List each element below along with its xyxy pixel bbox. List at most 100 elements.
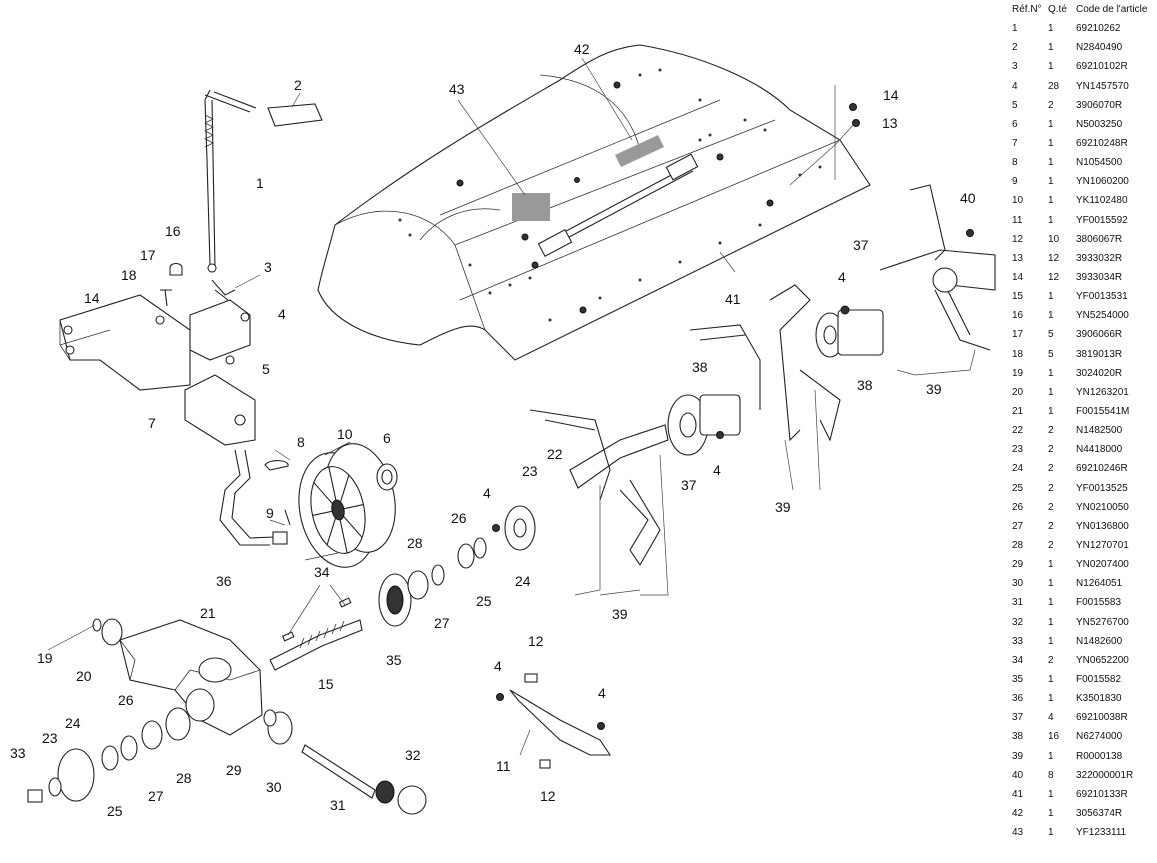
row-code: 69210248R	[1076, 138, 1128, 150]
row-code: YN1060200	[1076, 176, 1129, 188]
row-code: N1482500	[1076, 425, 1123, 437]
callout-5: 5	[262, 361, 270, 377]
row-qty: 1	[1048, 214, 1054, 226]
callout-4e: 4	[494, 658, 502, 674]
callout-3: 3	[264, 259, 272, 275]
callout-29: 29	[226, 762, 242, 778]
lever-assembly	[204, 89, 323, 301]
callout-26a: 26	[451, 510, 467, 526]
callout-24a: 24	[515, 573, 531, 589]
row-qty: 2	[1048, 654, 1054, 666]
row-qty: 10	[1048, 233, 1060, 245]
row-qty: 2	[1048, 99, 1054, 111]
col-header-qty: Q.té	[1048, 4, 1067, 16]
callout-2: 2	[294, 77, 302, 93]
callout-40: 40	[960, 190, 976, 206]
row-qty: 1	[1048, 807, 1054, 819]
col-header-ref: Réf.N°	[1012, 4, 1042, 16]
row-code: YN0136800	[1076, 520, 1129, 532]
row-ref: 24	[1012, 463, 1024, 475]
row-ref: 5	[1012, 99, 1018, 111]
callout-30: 30	[266, 779, 282, 795]
row-ref: 4	[1012, 80, 1018, 92]
row-qty: 1	[1048, 788, 1054, 800]
callout-6: 6	[383, 430, 391, 446]
callout-10: 10	[337, 426, 353, 442]
row-code: YN5276700	[1076, 616, 1129, 628]
row-code: 69210038R	[1076, 712, 1128, 724]
row-qty: 5	[1048, 348, 1054, 360]
row-code: 3024020R	[1076, 367, 1123, 379]
row-qty: 12	[1048, 272, 1060, 284]
row-ref: 22	[1012, 425, 1024, 437]
row-ref: 23	[1012, 444, 1024, 456]
row-ref: 30	[1012, 578, 1024, 590]
row-code: YN0207400	[1076, 559, 1129, 571]
row-qty: 16	[1048, 731, 1060, 743]
row-qty: 1	[1048, 176, 1054, 188]
callout-4a: 4	[278, 306, 286, 322]
row-code: 69210262	[1076, 23, 1121, 35]
row-code: YN5254000	[1076, 310, 1129, 322]
callout-42: 42	[574, 41, 590, 57]
row-qty: 1	[1048, 578, 1054, 590]
row-code: N1264051	[1076, 578, 1123, 590]
row-qty: 2	[1048, 520, 1054, 532]
row-code: YN0652200	[1076, 654, 1129, 666]
callout-41: 41	[725, 291, 741, 307]
callout-14b: 14	[84, 290, 100, 306]
callout-39c: 39	[775, 499, 791, 515]
row-code: K3501830	[1076, 693, 1122, 705]
row-qty: 2	[1048, 482, 1054, 494]
row-ref: 6	[1012, 118, 1018, 130]
table-row: 37 4 69210038R	[1012, 708, 1157, 727]
row-code: F0015583	[1076, 597, 1122, 609]
callout-labels: 1 2 3 4 5 6 7 8 9 10 11 12 13 14 15 16 1…	[10, 41, 976, 819]
clip-assembly	[496, 673, 612, 769]
callout-12a: 12	[528, 633, 544, 649]
callout-34: 34	[314, 564, 330, 580]
callout-37b: 37	[681, 477, 697, 493]
row-qty: 1	[1048, 386, 1054, 398]
callout-19: 19	[37, 650, 53, 666]
row-ref: 37	[1012, 712, 1024, 724]
callout-20: 20	[76, 668, 92, 684]
row-qty: 8	[1048, 769, 1054, 781]
callout-21: 21	[200, 605, 216, 621]
row-ref: 39	[1012, 750, 1024, 762]
row-ref: 33	[1012, 635, 1024, 647]
wheel-assembly	[219, 441, 398, 568]
row-ref: 15	[1012, 291, 1024, 303]
row-qty: 1	[1048, 310, 1054, 322]
row-ref: 3	[1012, 61, 1018, 73]
row-ref: 19	[1012, 367, 1024, 379]
callout-32: 32	[405, 747, 421, 763]
row-ref: 29	[1012, 559, 1024, 571]
row-ref: 38	[1012, 731, 1024, 743]
row-ref: 35	[1012, 673, 1024, 685]
row-qty: 1	[1048, 61, 1054, 73]
row-ref: 13	[1012, 252, 1024, 264]
gearbox-assembly	[27, 537, 487, 815]
callout-4d: 4	[713, 462, 721, 478]
callout-4c: 4	[838, 269, 846, 285]
row-code: YF1233111	[1076, 827, 1127, 839]
row-qty: 2	[1048, 425, 1054, 437]
callout-31: 31	[330, 797, 346, 813]
row-code: N1482600	[1076, 635, 1123, 647]
row-code: 3933032R	[1076, 252, 1123, 264]
callout-28a: 28	[407, 535, 423, 551]
row-ref: 2	[1012, 42, 1018, 54]
row-qty: 4	[1048, 712, 1054, 724]
